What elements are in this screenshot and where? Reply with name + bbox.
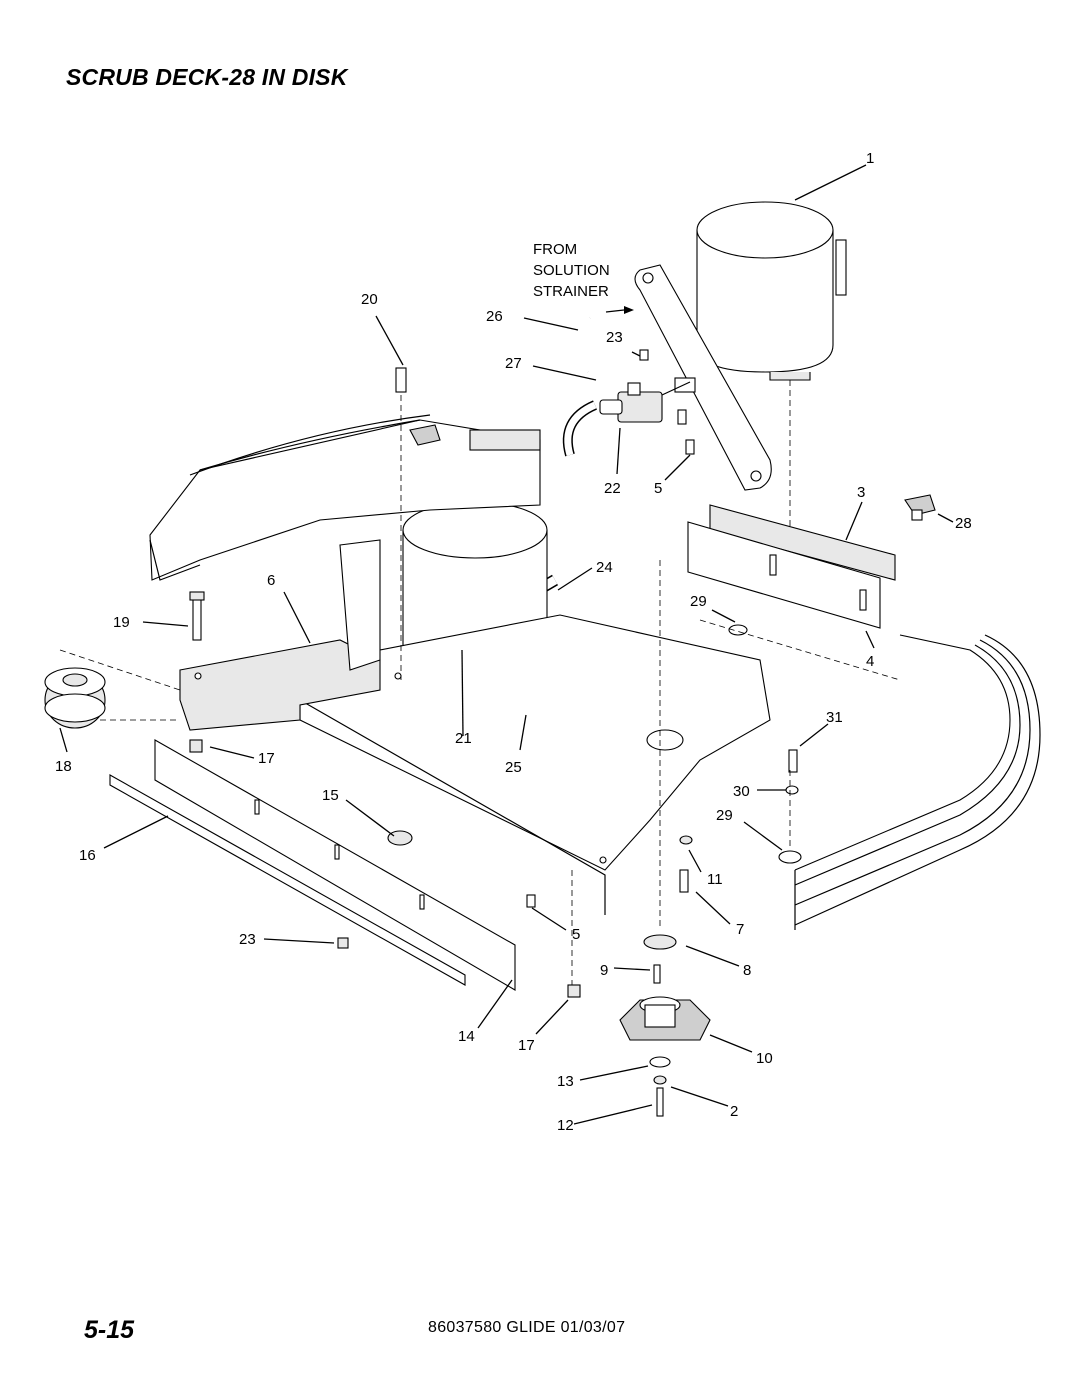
pulley <box>44 667 106 729</box>
note-line-1: FROM <box>533 241 577 258</box>
front-rails <box>109 739 516 991</box>
callout-17-left: 17 <box>258 750 275 767</box>
callout-labels: 1 20 26 23 27 22 5 3 28 24 6 29 19 4 31 … <box>55 150 972 1134</box>
callout-25: 25 <box>505 759 522 776</box>
callout-22: 22 <box>604 480 621 497</box>
callout-12: 12 <box>557 1117 574 1134</box>
callout-8: 8 <box>743 962 751 979</box>
callout-20: 20 <box>361 291 378 308</box>
motor <box>696 201 847 530</box>
knobs <box>409 424 936 521</box>
left-bracket <box>179 539 381 731</box>
callout-6: 6 <box>267 572 275 589</box>
leader-lines <box>59 164 954 1125</box>
callout-24: 24 <box>596 559 613 576</box>
callout-4: 4 <box>866 653 874 670</box>
callout-7: 7 <box>736 921 744 938</box>
page-title: SCRUB DECK-28 IN DISK <box>66 64 348 90</box>
note-line-2: SOLUTION <box>533 262 610 279</box>
callout-10: 10 <box>756 1050 773 1067</box>
bolt-19 <box>189 591 205 641</box>
callout-31: 31 <box>826 709 843 726</box>
solution-note: FROM SOLUTION STRAINER <box>533 241 610 300</box>
left-skirt <box>149 414 541 581</box>
note-line-3: STRAINER <box>533 283 609 300</box>
document-reference: 86037580 GLIDE 01/03/07 <box>428 1319 626 1336</box>
callout-13: 13 <box>557 1073 574 1090</box>
motor-arm <box>634 264 772 491</box>
callout-9: 9 <box>600 962 608 979</box>
right-brackets <box>687 504 896 629</box>
callout-16: 16 <box>79 847 96 864</box>
callout-21: 21 <box>455 730 472 747</box>
callout-29-top: 29 <box>690 593 707 610</box>
page-number: 5-15 <box>84 1316 135 1344</box>
callout-29-bottom: 29 <box>716 807 733 824</box>
drive-hub <box>619 934 711 1117</box>
callout-28: 28 <box>955 515 972 532</box>
callout-2: 2 <box>730 1103 738 1120</box>
callout-19: 19 <box>113 614 130 631</box>
hidden-lines <box>59 395 901 985</box>
callout-23-top: 23 <box>606 329 623 346</box>
callout-15: 15 <box>322 787 339 804</box>
right-skirt <box>794 634 1041 930</box>
callout-17-bottom: 17 <box>518 1037 535 1054</box>
callout-23-bottom: 23 <box>239 931 256 948</box>
deck-plate <box>299 614 771 915</box>
callout-27: 27 <box>505 355 522 372</box>
callout-30: 30 <box>733 783 750 800</box>
callout-5-bottom: 5 <box>572 926 580 943</box>
callout-5-top: 5 <box>654 480 662 497</box>
callout-14: 14 <box>458 1028 475 1045</box>
callout-11: 11 <box>707 871 723 888</box>
callout-18: 18 <box>55 758 72 775</box>
solenoid-valve <box>599 377 696 425</box>
callout-1: 1 <box>866 150 874 167</box>
hardware <box>189 349 802 998</box>
callout-3: 3 <box>857 484 865 501</box>
callout-26: 26 <box>486 308 503 325</box>
